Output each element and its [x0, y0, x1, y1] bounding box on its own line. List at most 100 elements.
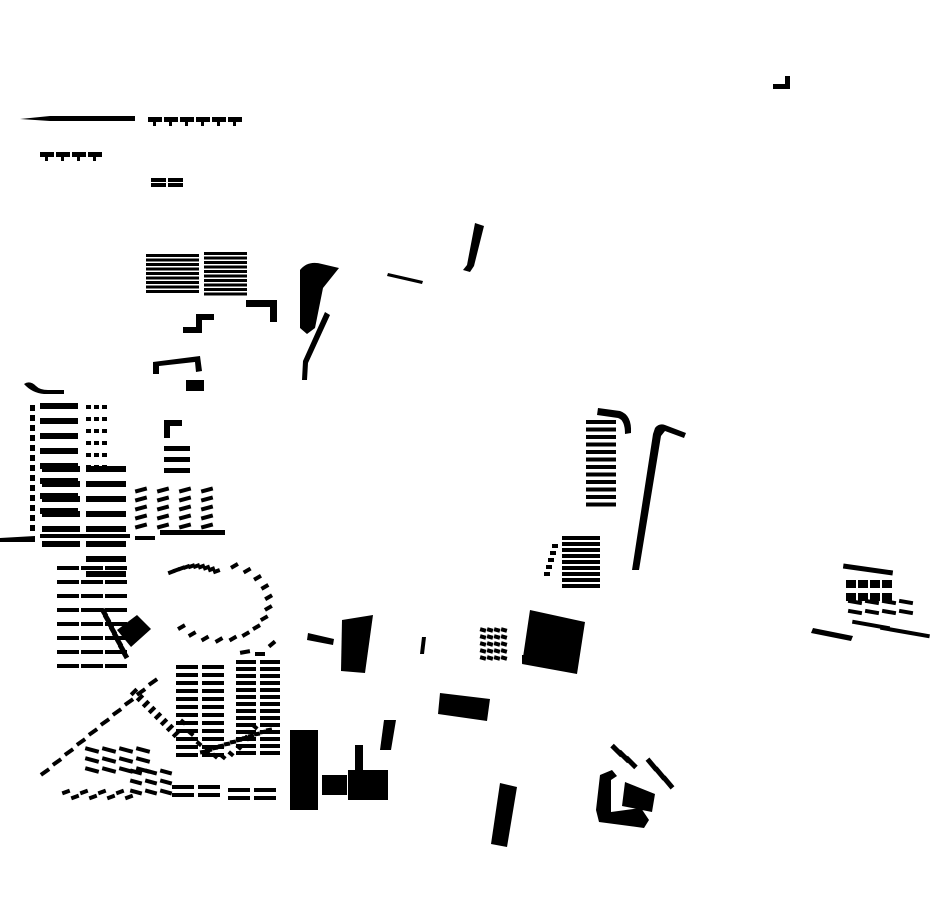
building — [176, 737, 198, 741]
building — [40, 403, 78, 409]
building — [236, 688, 256, 692]
building — [30, 515, 35, 521]
building — [302, 312, 330, 380]
building — [42, 526, 80, 532]
building — [102, 453, 107, 457]
building — [204, 261, 247, 264]
building — [562, 542, 600, 546]
building — [147, 677, 159, 687]
building — [253, 574, 262, 582]
building — [176, 745, 198, 749]
building — [486, 634, 494, 640]
building — [247, 733, 255, 739]
building — [267, 639, 277, 649]
building — [263, 604, 273, 612]
building — [159, 768, 173, 776]
building — [176, 705, 198, 709]
building — [176, 689, 198, 693]
building — [176, 673, 198, 677]
building — [176, 753, 198, 757]
building — [486, 655, 494, 661]
building — [51, 757, 63, 767]
building — [204, 270, 247, 273]
building — [300, 262, 339, 334]
building — [864, 598, 880, 606]
building — [42, 496, 80, 502]
building — [88, 793, 98, 801]
building — [134, 495, 148, 503]
building — [86, 441, 91, 445]
building — [106, 793, 116, 801]
building — [773, 76, 790, 89]
building — [241, 630, 251, 638]
building — [202, 665, 224, 669]
building — [70, 793, 80, 801]
building — [178, 504, 192, 512]
building — [81, 650, 103, 654]
building — [870, 580, 880, 588]
building — [255, 652, 265, 656]
building — [200, 495, 214, 503]
building — [290, 730, 318, 810]
building — [87, 727, 99, 737]
building — [165, 723, 175, 733]
building — [242, 566, 252, 575]
building — [84, 766, 100, 774]
building — [260, 737, 280, 741]
building — [101, 766, 117, 774]
building — [176, 697, 198, 701]
building-footprints — [0, 76, 853, 847]
building — [172, 785, 194, 789]
building — [586, 487, 616, 492]
building — [562, 566, 600, 570]
building — [77, 156, 80, 161]
building — [151, 178, 166, 182]
building — [204, 265, 247, 269]
building — [219, 753, 227, 761]
building — [144, 768, 158, 776]
building — [168, 178, 183, 182]
building — [124, 793, 134, 801]
building — [251, 723, 259, 731]
building — [30, 435, 35, 441]
building — [202, 681, 224, 685]
building — [493, 627, 501, 633]
building — [254, 796, 276, 800]
building — [57, 650, 79, 654]
building — [260, 709, 280, 713]
building — [236, 716, 256, 720]
building — [141, 699, 151, 709]
building — [586, 435, 616, 439]
building — [380, 720, 396, 750]
building — [562, 584, 600, 588]
building — [176, 713, 198, 717]
building — [94, 429, 99, 433]
building — [307, 633, 334, 645]
building — [86, 496, 126, 502]
building — [156, 513, 170, 521]
building — [159, 778, 173, 786]
building — [153, 711, 163, 721]
building — [123, 697, 135, 707]
building — [93, 156, 96, 161]
building — [204, 292, 247, 296]
building — [164, 446, 190, 451]
building — [265, 727, 273, 733]
building — [550, 551, 556, 555]
building — [117, 615, 151, 647]
building — [253, 731, 261, 737]
building — [86, 417, 91, 421]
building — [39, 767, 51, 777]
building — [169, 121, 172, 126]
building — [81, 608, 103, 612]
building — [129, 778, 143, 786]
building — [185, 121, 188, 126]
building — [146, 258, 199, 262]
building — [134, 522, 148, 530]
building — [146, 254, 199, 257]
building — [86, 481, 126, 487]
building — [111, 707, 123, 717]
building — [246, 300, 277, 322]
building — [144, 778, 158, 786]
building — [202, 729, 224, 733]
